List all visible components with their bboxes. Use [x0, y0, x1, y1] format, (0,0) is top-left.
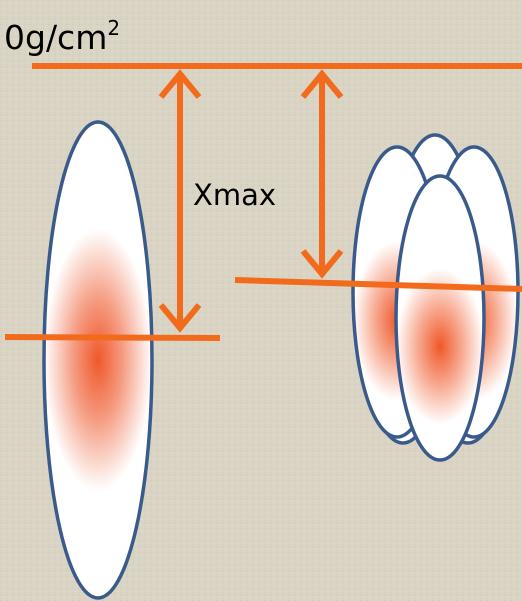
- multi-shower-cluster: [353, 135, 518, 460]
- left-xmax-line: [5, 337, 220, 338]
- xmax-label: Xmax: [193, 181, 276, 210]
- zero-depth-label: 0g/cm2: [4, 18, 120, 54]
- sub-shower-ellipse: [396, 176, 484, 460]
- single-shower-ellipse: [44, 122, 152, 598]
- depth-exponent: 2: [107, 16, 120, 40]
- depth-value: 0g/cm: [4, 18, 107, 57]
